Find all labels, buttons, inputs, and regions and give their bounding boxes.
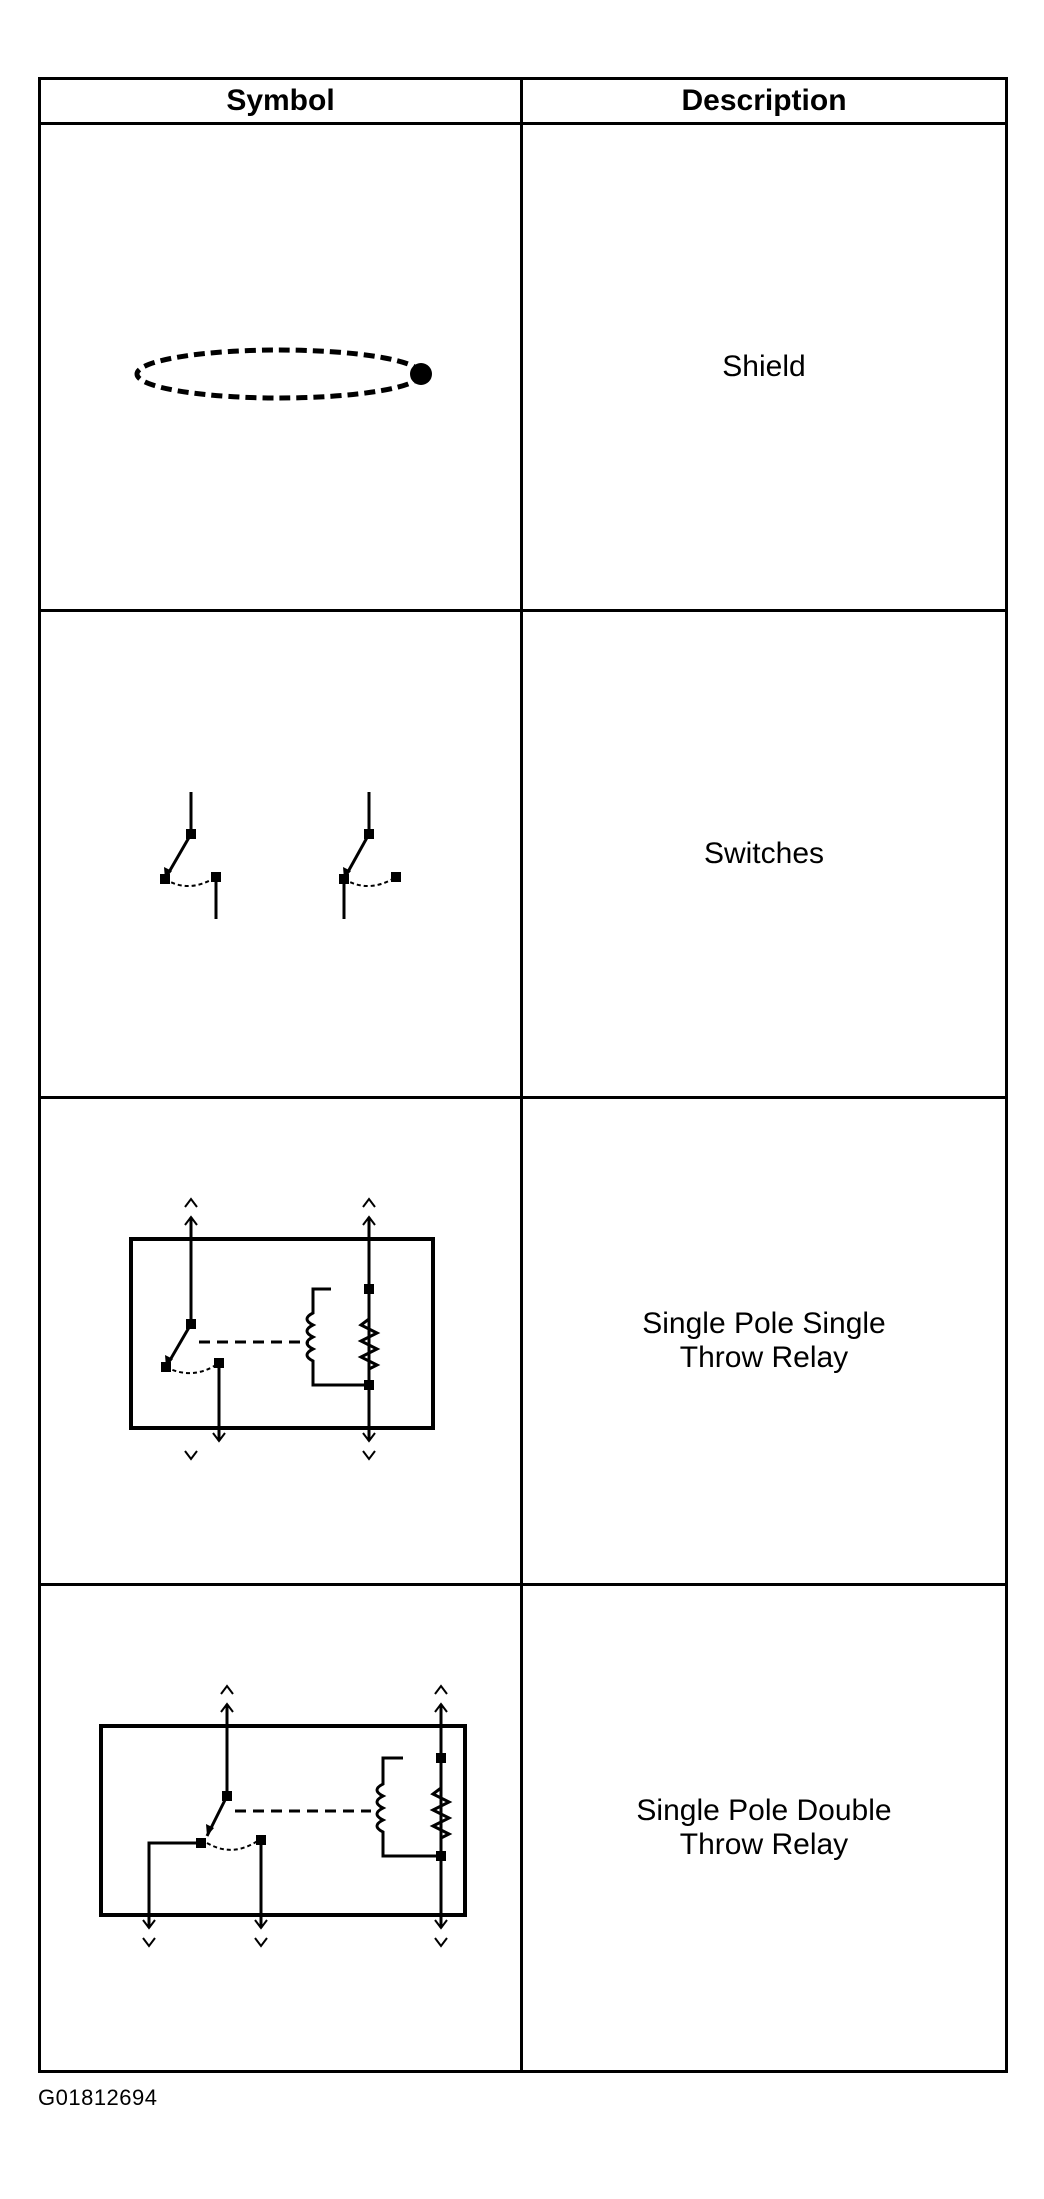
figure-code: G01812694 [38, 2085, 158, 2110]
symbol-table: Symbol Description Shield [38, 77, 1008, 2073]
description-text: Single Pole Double Throw Relay [636, 1794, 892, 1861]
table-row: Single Pole Double Throw Relay [38, 1583, 1008, 2073]
table-row: Switches [38, 609, 1008, 1099]
description-cell: Switches [520, 609, 1008, 1099]
description-column-header: Description [520, 77, 1008, 125]
description-cell: Single Pole Double Throw Relay [520, 1583, 1008, 2073]
symbol-cell [38, 609, 523, 1099]
spst-relay-symbol-icon [129, 1197, 435, 1461]
table-row: Single Pole Single Throw Relay [38, 1096, 1008, 1586]
symbol-cell [38, 1583, 523, 2073]
shield-symbol-icon [134, 347, 432, 401]
switches-symbol-icon [160, 792, 401, 919]
description-cell: Shield [520, 122, 1008, 612]
description-text: Single Pole Single Throw Relay [642, 1307, 886, 1374]
description-text: Switches [703, 837, 825, 870]
description-cell: Single Pole Single Throw Relay [520, 1096, 1008, 1586]
header-row: Symbol Description [38, 77, 1008, 125]
description-text: Shield [722, 350, 806, 383]
symbol-column-header: Symbol [38, 77, 523, 125]
spdt-relay-symbol-icon [99, 1684, 467, 1948]
symbol-cell [38, 1096, 523, 1586]
symbol-cell [38, 122, 523, 612]
table-row: Shield [38, 122, 1008, 612]
